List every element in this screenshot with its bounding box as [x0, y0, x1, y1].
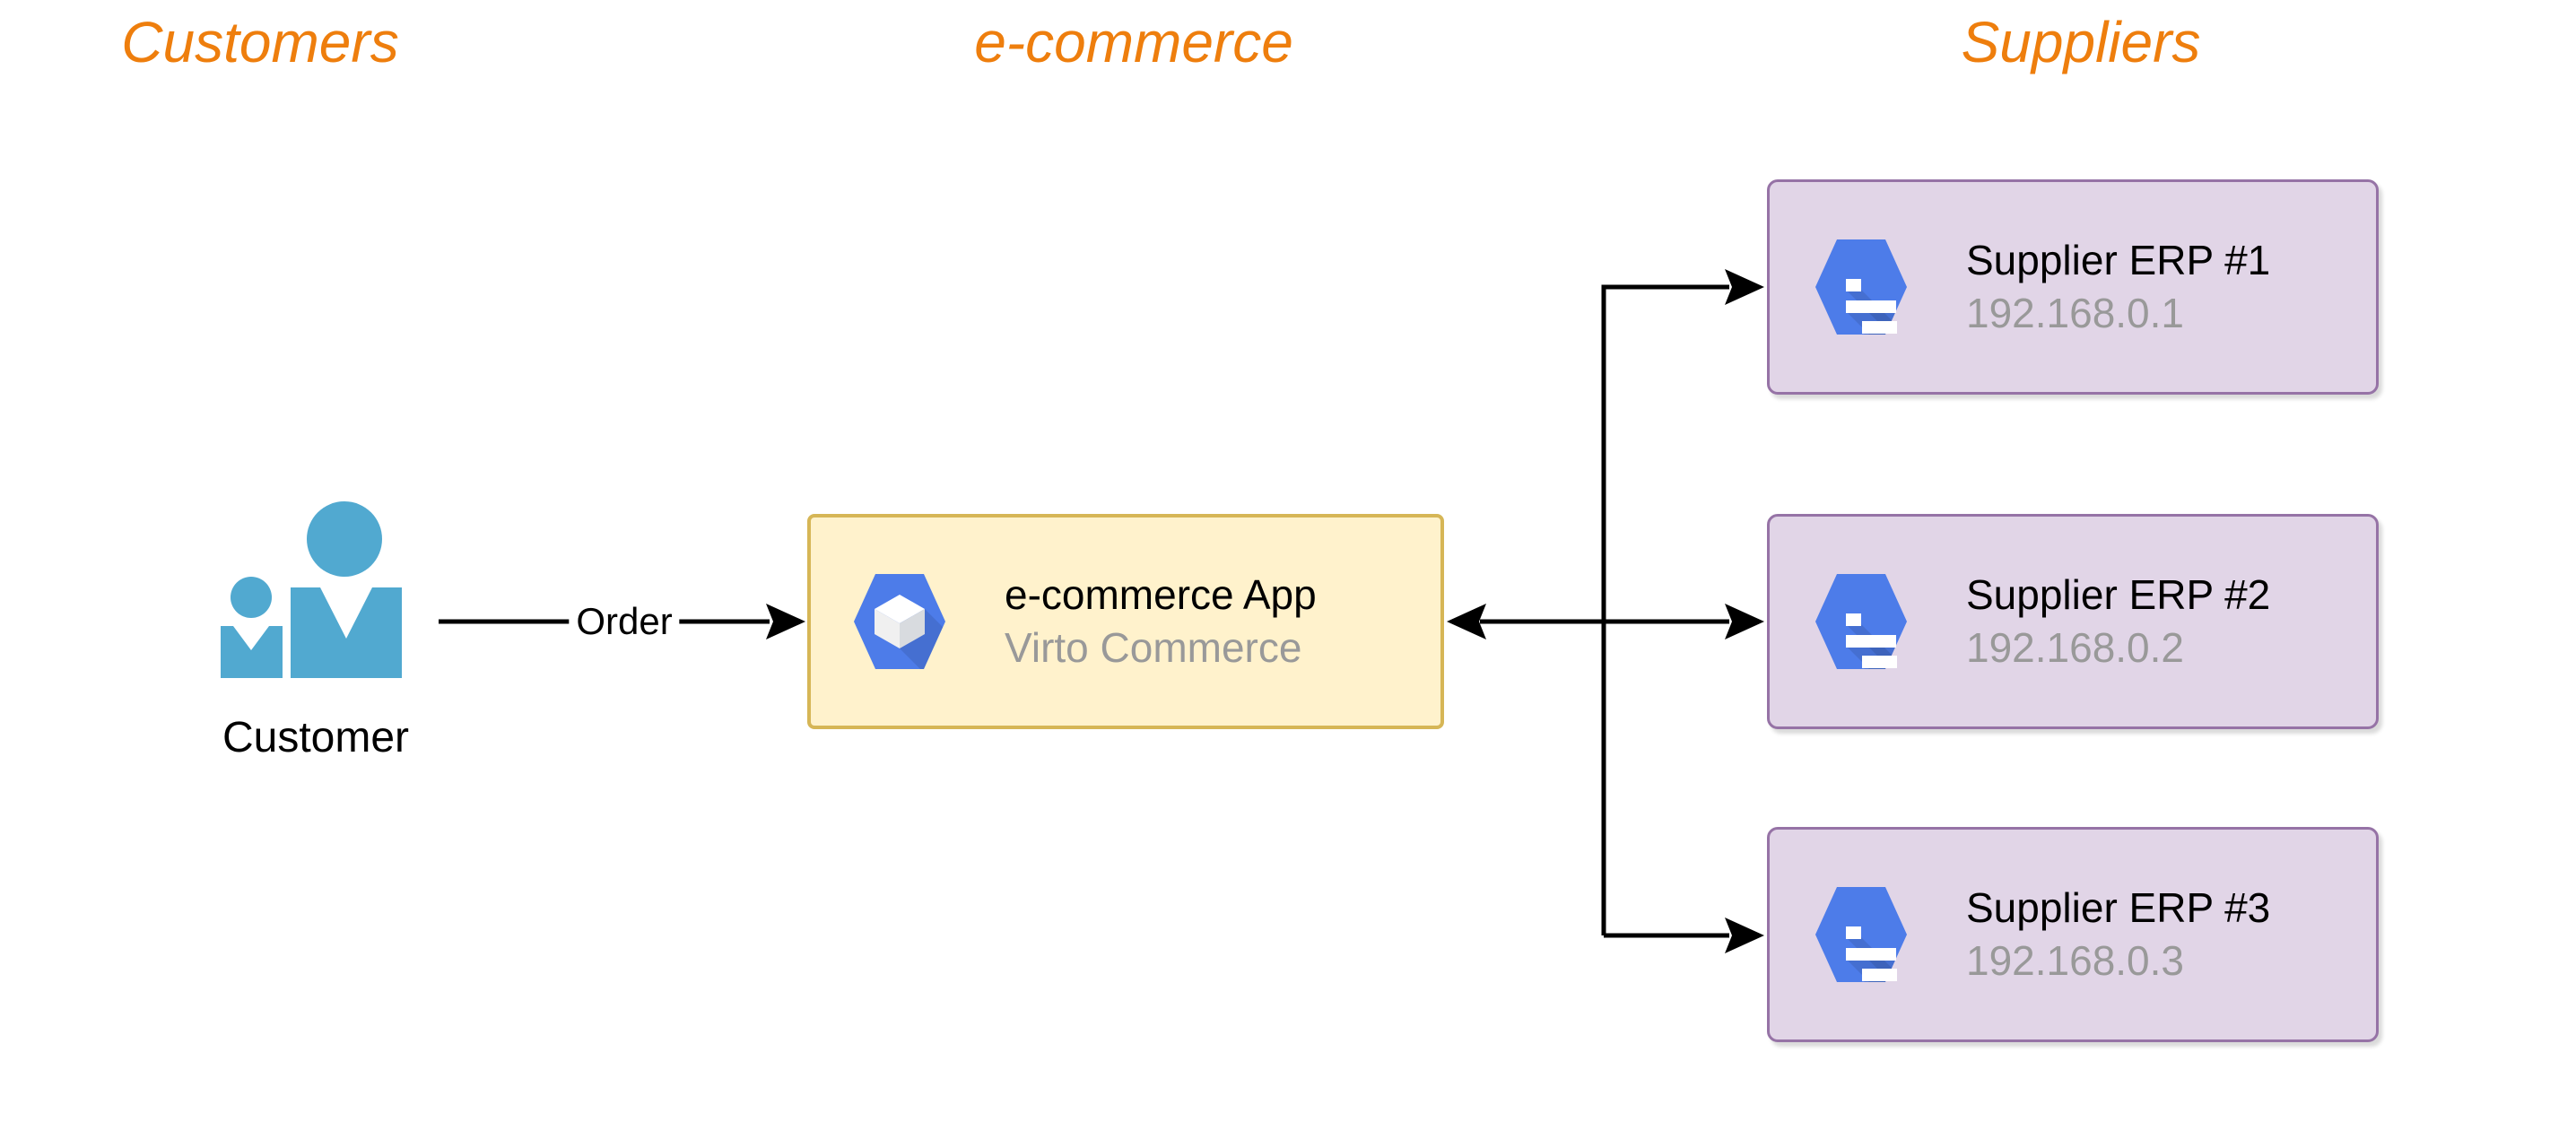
supplier-title: Supplier ERP #1 [1966, 237, 2271, 283]
supplier-erp-1-node: Supplier ERP #1 192.168.0.1 [1767, 179, 2379, 395]
customer-label: Customer [222, 714, 410, 761]
lane-header-customers: Customers [121, 10, 399, 74]
supplier-ip: 192.168.0.2 [1966, 624, 2185, 671]
supplier2-arrowhead [1725, 604, 1764, 639]
supplier-erp-2-node: Supplier ERP #2 192.168.0.2 [1767, 514, 2379, 729]
hexagon-erp-icon [1815, 574, 1907, 669]
supplier-erp-3-node: Supplier ERP #3 192.168.0.3 [1767, 827, 2379, 1042]
hexagon-erp-icon [1815, 239, 1907, 335]
app-subtitle: Virto Commerce [1005, 624, 1302, 671]
order-arrowhead [766, 604, 805, 639]
app-arrowhead-left [1447, 604, 1486, 639]
customer-people-icon [221, 501, 402, 678]
app-title: e-commerce App [1005, 571, 1317, 618]
supplier-title: Supplier ERP #2 [1966, 571, 2271, 618]
lane-header-suppliers: Suppliers [1961, 10, 2201, 74]
lane-header-ecommerce: e-commerce [974, 10, 1293, 74]
ecommerce-app-node: e-commerce App Virto Commerce [807, 514, 1444, 729]
order-edge-label: Order [569, 600, 680, 643]
supplier-ip: 192.168.0.3 [1966, 937, 2185, 984]
supplier3-arrowhead [1725, 918, 1764, 953]
hexagon-erp-icon [1815, 887, 1907, 982]
supplier1-arrowhead [1725, 269, 1764, 305]
supplier-title: Supplier ERP #3 [1966, 884, 2271, 931]
supplier-ip: 192.168.0.1 [1966, 290, 2185, 336]
hexagon-cube-icon [854, 574, 945, 669]
branch-line-top [1601, 284, 1729, 935]
